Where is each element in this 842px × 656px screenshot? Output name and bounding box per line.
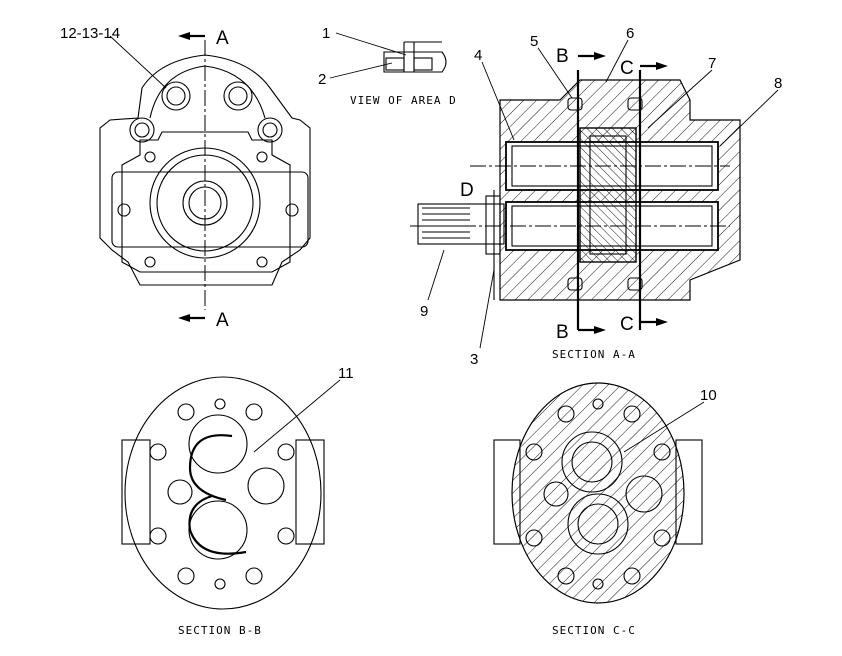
section-aa-view	[410, 39, 779, 349]
section-letter-b-bottom: B	[556, 322, 569, 343]
callout-3: 3	[470, 351, 478, 368]
section-letter-c-bottom: C	[620, 314, 634, 335]
bolt-heads	[129, 81, 283, 143]
section-letter-c-top: C	[620, 58, 634, 79]
callout-4: 4	[474, 47, 482, 64]
callout-11: 11	[338, 365, 354, 382]
section-bb-view	[121, 376, 341, 610]
caption-section-bb: SECTION B-B	[178, 624, 262, 637]
callout-9: 9	[420, 303, 428, 320]
spline-teeth	[422, 207, 470, 239]
callout-1: 1	[322, 25, 330, 42]
caption-section-aa: SECTION A-A	[552, 348, 636, 361]
callout-7: 7	[708, 55, 716, 72]
front-view	[99, 32, 311, 322]
section-letter-d: D	[460, 180, 474, 201]
section-letter-a-bottom: A	[216, 310, 229, 331]
caption-view-area-d: VIEW OF AREA D	[350, 94, 457, 107]
view-area-d	[329, 32, 447, 79]
cc-bolt-holes	[525, 398, 671, 590]
section-cc-view	[493, 382, 705, 604]
callout-6: 6	[626, 25, 634, 42]
callout-12-13-14: 12-13-14	[60, 25, 120, 42]
caption-section-cc: SECTION C-C	[552, 624, 636, 637]
section-letter-b-top: B	[556, 46, 569, 67]
callout-5: 5	[530, 33, 538, 50]
callout-8: 8	[774, 75, 782, 92]
callout-10: 10	[700, 387, 717, 404]
callout-2: 2	[318, 71, 326, 88]
section-letter-a-top: A	[216, 28, 229, 49]
bb-bolt-holes	[149, 398, 295, 590]
